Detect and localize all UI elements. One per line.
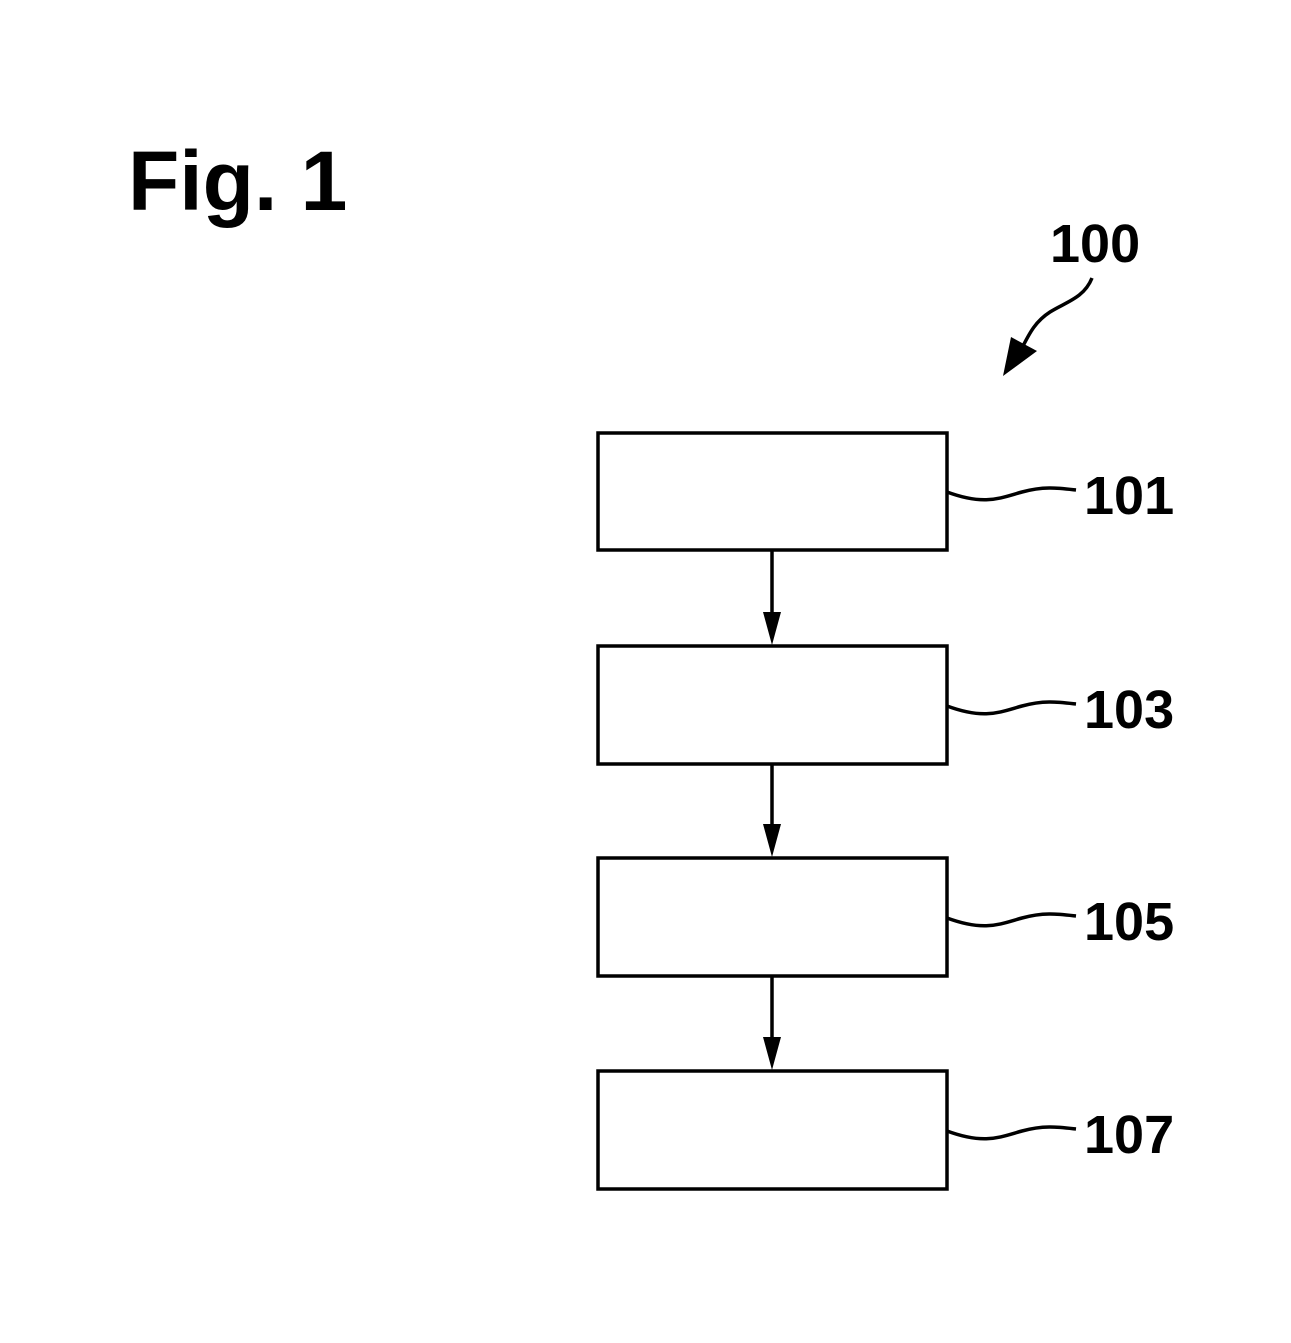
flow-arrow-101-103-head bbox=[763, 612, 781, 645]
leader-line-107 bbox=[946, 1125, 1077, 1141]
step-ref-label-107: 107 bbox=[1084, 1105, 1174, 1165]
leader-line-105 bbox=[946, 912, 1077, 928]
leader-line-101 bbox=[946, 486, 1077, 502]
flow-arrow-103-105-head bbox=[763, 824, 781, 857]
step-ref-label-103: 103 bbox=[1084, 680, 1174, 740]
overall-ref-arrowhead bbox=[1003, 337, 1037, 376]
figure-title: Fig. 1 bbox=[128, 134, 347, 228]
overall-ref-label: 100 bbox=[1050, 214, 1140, 274]
overall-ref-leader bbox=[1020, 277, 1094, 349]
flow-arrow-105-107-head bbox=[763, 1037, 781, 1070]
step-box-105 bbox=[596, 856, 949, 978]
step-box-107 bbox=[596, 1069, 949, 1191]
leader-line-103 bbox=[946, 700, 1077, 716]
step-box-103 bbox=[596, 644, 949, 766]
step-box-101 bbox=[596, 431, 949, 552]
step-ref-label-101: 101 bbox=[1084, 466, 1174, 526]
step-ref-label-105: 105 bbox=[1084, 892, 1174, 952]
